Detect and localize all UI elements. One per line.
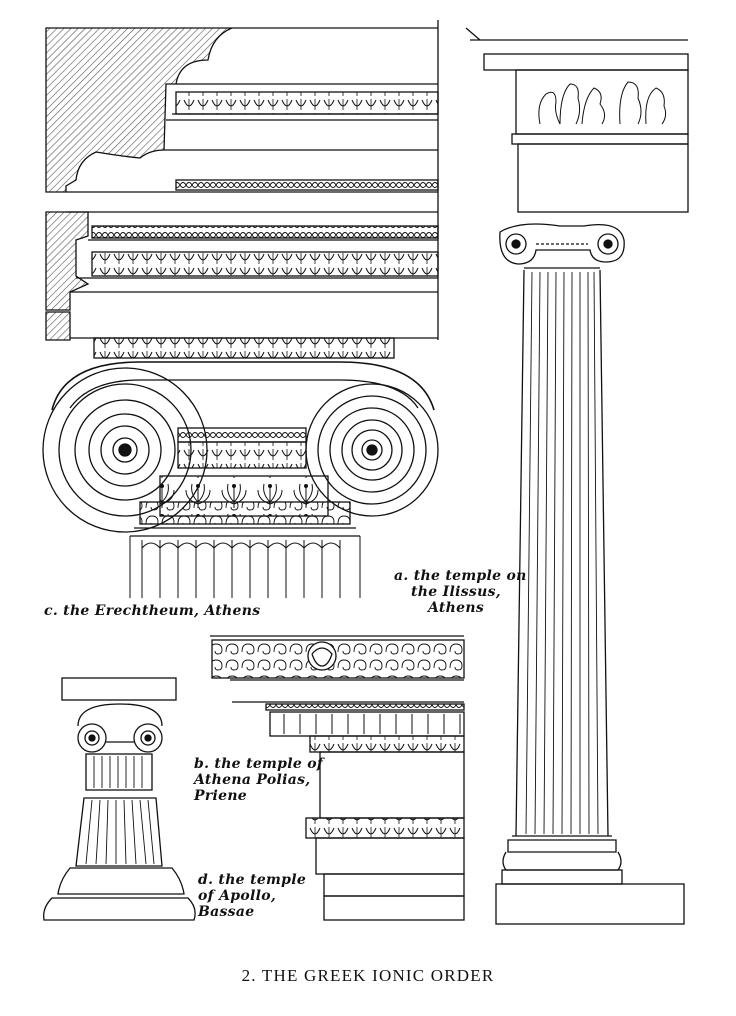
left-volute [42,367,208,533]
label-d-line: d. the temple [198,872,307,888]
label-a-ilissus: a. the temple on the Ilissus, Athens [394,568,527,616]
label-b-priene: b. the temple of Athena Polias, Priene [194,756,323,804]
label-d-line: Bassae [198,904,255,920]
label-b-line: Priene [194,788,248,804]
ilissus-drawing [465,27,689,925]
ilissus-capital [499,223,625,265]
plate-caption: 2. THE GREEK IONIC ORDER [241,966,495,985]
erechtheum-flutes [129,536,361,598]
label-d-line: of Apollo, [198,888,277,904]
priene-drawing [210,635,465,921]
label-b-line: b. the temple of [194,756,324,772]
label-a-line: the Ilissus, [411,584,501,600]
bassae-drawing [43,677,196,921]
hatched-section [45,27,233,193]
label-c-line: c. the Erechtheum, Athens [44,603,261,619]
ilissus-flutes [525,271,599,835]
label-a-line: a. the temple on [394,568,527,584]
label-d-bassae: d. the temple of Apollo, Bassae [198,872,306,920]
frieze-figures [538,81,667,125]
erechtheum-drawing [42,20,439,598]
label-b-line: Athena Polias, [194,772,311,788]
label-c-erechtheum: c. the Erechtheum, Athens [44,603,260,619]
label-a-line: Athens [427,600,485,616]
